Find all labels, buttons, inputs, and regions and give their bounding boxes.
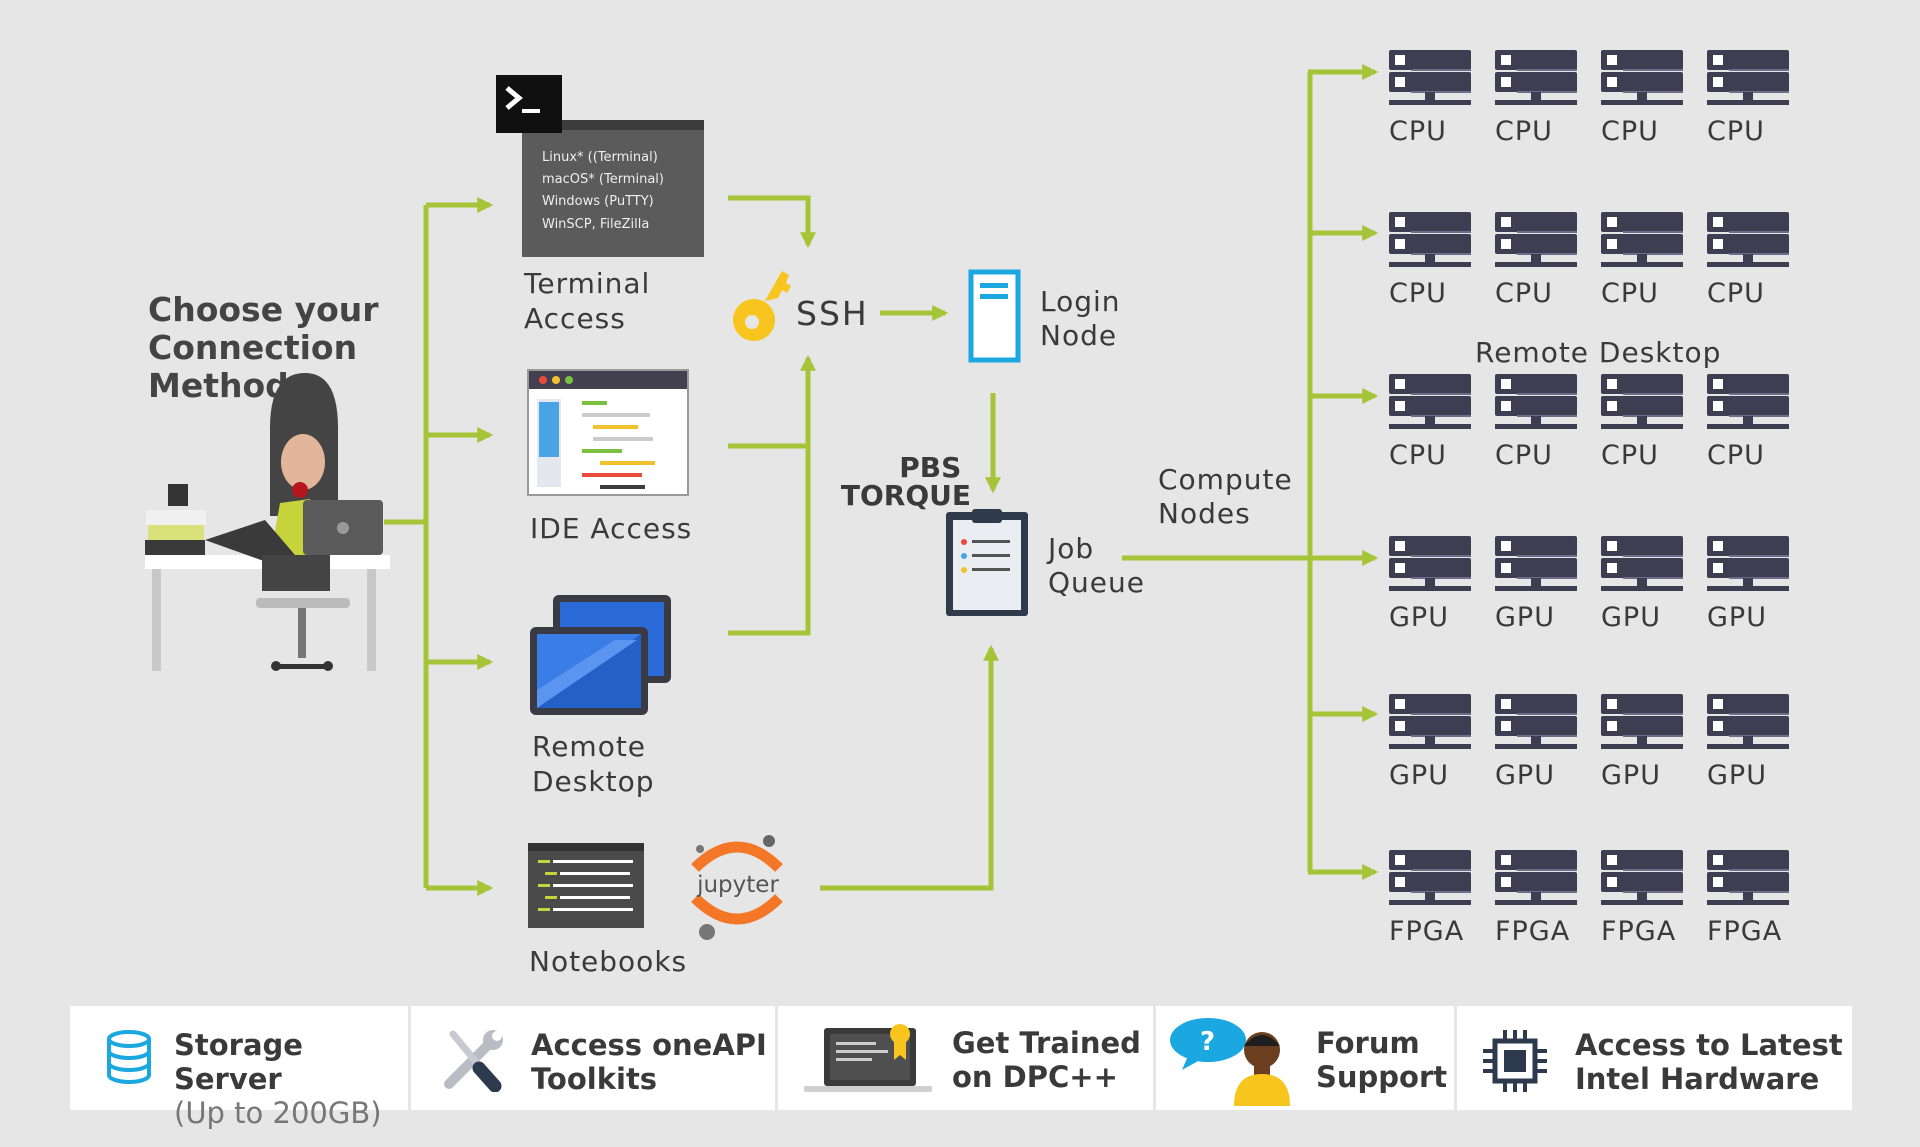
server-node-icon[interactable] — [1389, 374, 1471, 429]
connection-lines — [384, 63, 1379, 897]
server-node-icon[interactable] — [1601, 374, 1683, 429]
server-node-icon[interactable] — [1707, 850, 1789, 905]
server-node-icon[interactable] — [1601, 694, 1683, 749]
server-node-icon[interactable] — [1495, 50, 1577, 105]
feature-forum-subtitle: Support — [1316, 1060, 1448, 1094]
server-node-label: CPU — [1707, 440, 1765, 471]
server-node-icon[interactable] — [1389, 536, 1471, 591]
login-node-label: Login Node — [1040, 285, 1130, 352]
feature-trained-title: Get Trained — [952, 1026, 1141, 1060]
server-node-icon[interactable] — [1707, 374, 1789, 429]
server-node-label: FPGA — [1707, 916, 1782, 947]
server-grid: CPU CPU CPU CPU CPU CPU CPU CPU CPU CPU CPU CPU GPU G… — [1389, 50, 1789, 947]
server-node-icon[interactable] — [1601, 212, 1683, 267]
server-node-label: CPU — [1389, 440, 1447, 471]
server-node-label: CPU — [1389, 116, 1447, 147]
server-node-label: FPGA — [1495, 916, 1570, 947]
ide-access-label: IDE Access — [530, 512, 692, 545]
server-node-label: GPU — [1389, 602, 1449, 633]
server-node-label: CPU — [1601, 440, 1659, 471]
feature-storage-server[interactable]: Storage Server (Up to 200GB) — [70, 1006, 411, 1130]
server-node-label: CPU — [1707, 278, 1765, 309]
server-node-icon[interactable] — [1389, 850, 1471, 905]
terminal-window[interactable]: Linux* ((Terminal) macOS* (Terminal) Win… — [496, 75, 704, 257]
server-node-icon[interactable] — [1707, 212, 1789, 267]
feature-forum-support[interactable]: ? Forum Support — [1156, 1006, 1457, 1110]
server-node-label: CPU — [1707, 116, 1765, 147]
server-node-icon[interactable] — [1707, 50, 1789, 105]
feature-oneapi-subtitle: Toolkits — [531, 1062, 658, 1096]
terminal-clients-list: Linux* ((Terminal) macOS* (Terminal) Win… — [542, 150, 668, 232]
server-node-icon[interactable] — [1495, 850, 1577, 905]
server-node-label: FPGA — [1601, 916, 1676, 947]
feature-storage-subtitle: (Up to 200GB) — [174, 1096, 382, 1130]
server-node-icon[interactable] — [1495, 694, 1577, 749]
database-icon — [107, 1030, 151, 1084]
laptop-certificate-icon — [804, 1024, 932, 1092]
feature-bar: Storage Server (Up to 200GB) Access oneA… — [70, 1006, 1852, 1130]
pbs-torque-label: PBS TORQUE — [841, 451, 971, 512]
server-node-icon[interactable] — [1495, 374, 1577, 429]
job-queue-clipboard-icon[interactable] — [946, 509, 1028, 616]
feature-oneapi-title: Access oneAPI — [531, 1028, 767, 1062]
server-node-icon[interactable] — [1707, 694, 1789, 749]
notebook-icon[interactable] — [528, 843, 644, 928]
server-node-label: GPU — [1707, 602, 1767, 633]
compute-nodes-label: Compute Nodes — [1158, 463, 1303, 530]
server-node-icon[interactable] — [1495, 536, 1577, 591]
jupyter-logo: jupyter — [691, 835, 783, 940]
remote-desktop-label: Remote Desktop — [532, 730, 656, 798]
server-node-icon[interactable] — [1601, 536, 1683, 591]
server-node-label: GPU — [1707, 760, 1767, 791]
server-node-label: CPU — [1495, 278, 1553, 309]
remote-desktop-cluster-label: Remote Desktop — [1475, 336, 1721, 369]
server-node-label: GPU — [1389, 760, 1449, 791]
feature-hardware-subtitle: Intel Hardware — [1575, 1062, 1820, 1096]
ssh-label: SSH — [796, 294, 869, 333]
login-node-icon[interactable] — [968, 269, 1021, 363]
server-node-label: FPGA — [1389, 916, 1464, 947]
server-node-icon[interactable] — [1707, 536, 1789, 591]
svg-text:jupyter: jupyter — [696, 872, 779, 898]
feature-forum-title: Forum — [1316, 1026, 1420, 1060]
feature-hardware-title: Access to Latest — [1575, 1028, 1843, 1062]
feature-storage-title: Storage Server — [174, 1028, 303, 1096]
key-icon — [733, 271, 791, 341]
server-node-icon[interactable] — [1601, 50, 1683, 105]
server-node-icon[interactable] — [1495, 212, 1577, 267]
feature-get-trained[interactable]: Get Trained on DPC++ — [778, 1006, 1156, 1110]
server-node-icon[interactable] — [1601, 850, 1683, 905]
server-node-label: CPU — [1389, 278, 1447, 309]
server-node-label: CPU — [1495, 440, 1553, 471]
server-node-label: CPU — [1601, 278, 1659, 309]
forum-user-icon: ? — [1170, 1018, 1290, 1106]
ide-window-icon[interactable] — [527, 369, 689, 496]
server-node-label: GPU — [1495, 760, 1555, 791]
terminal-prompt-icon — [496, 75, 562, 133]
feature-trained-subtitle: on DPC++ — [952, 1060, 1118, 1094]
job-queue-label: Job Queue — [1046, 532, 1145, 599]
server-node-label: GPU — [1601, 602, 1661, 633]
tools-icon — [444, 1030, 503, 1092]
server-node-label: CPU — [1601, 116, 1659, 147]
feature-oneapi-toolkits[interactable]: Access oneAPI Toolkits — [411, 1006, 778, 1110]
server-node-icon[interactable] — [1389, 50, 1471, 105]
server-node-label: GPU — [1495, 602, 1555, 633]
user-at-desk-illustration — [145, 373, 390, 671]
server-node-label: CPU — [1495, 116, 1553, 147]
feature-intel-hardware[interactable]: Access to Latest Intel Hardware — [1457, 1006, 1852, 1110]
svg-text:?: ? — [1200, 1027, 1215, 1057]
chip-icon — [1483, 1030, 1547, 1092]
server-node-icon[interactable] — [1389, 212, 1471, 267]
diagram-title: Choose your Connection Method — [148, 290, 390, 405]
server-node-label: GPU — [1601, 760, 1661, 791]
remote-desktop-icon[interactable] — [530, 595, 671, 715]
server-node-icon[interactable] — [1389, 694, 1471, 749]
terminal-access-label: Terminal Access — [523, 267, 660, 335]
notebooks-label: Notebooks — [529, 945, 687, 978]
